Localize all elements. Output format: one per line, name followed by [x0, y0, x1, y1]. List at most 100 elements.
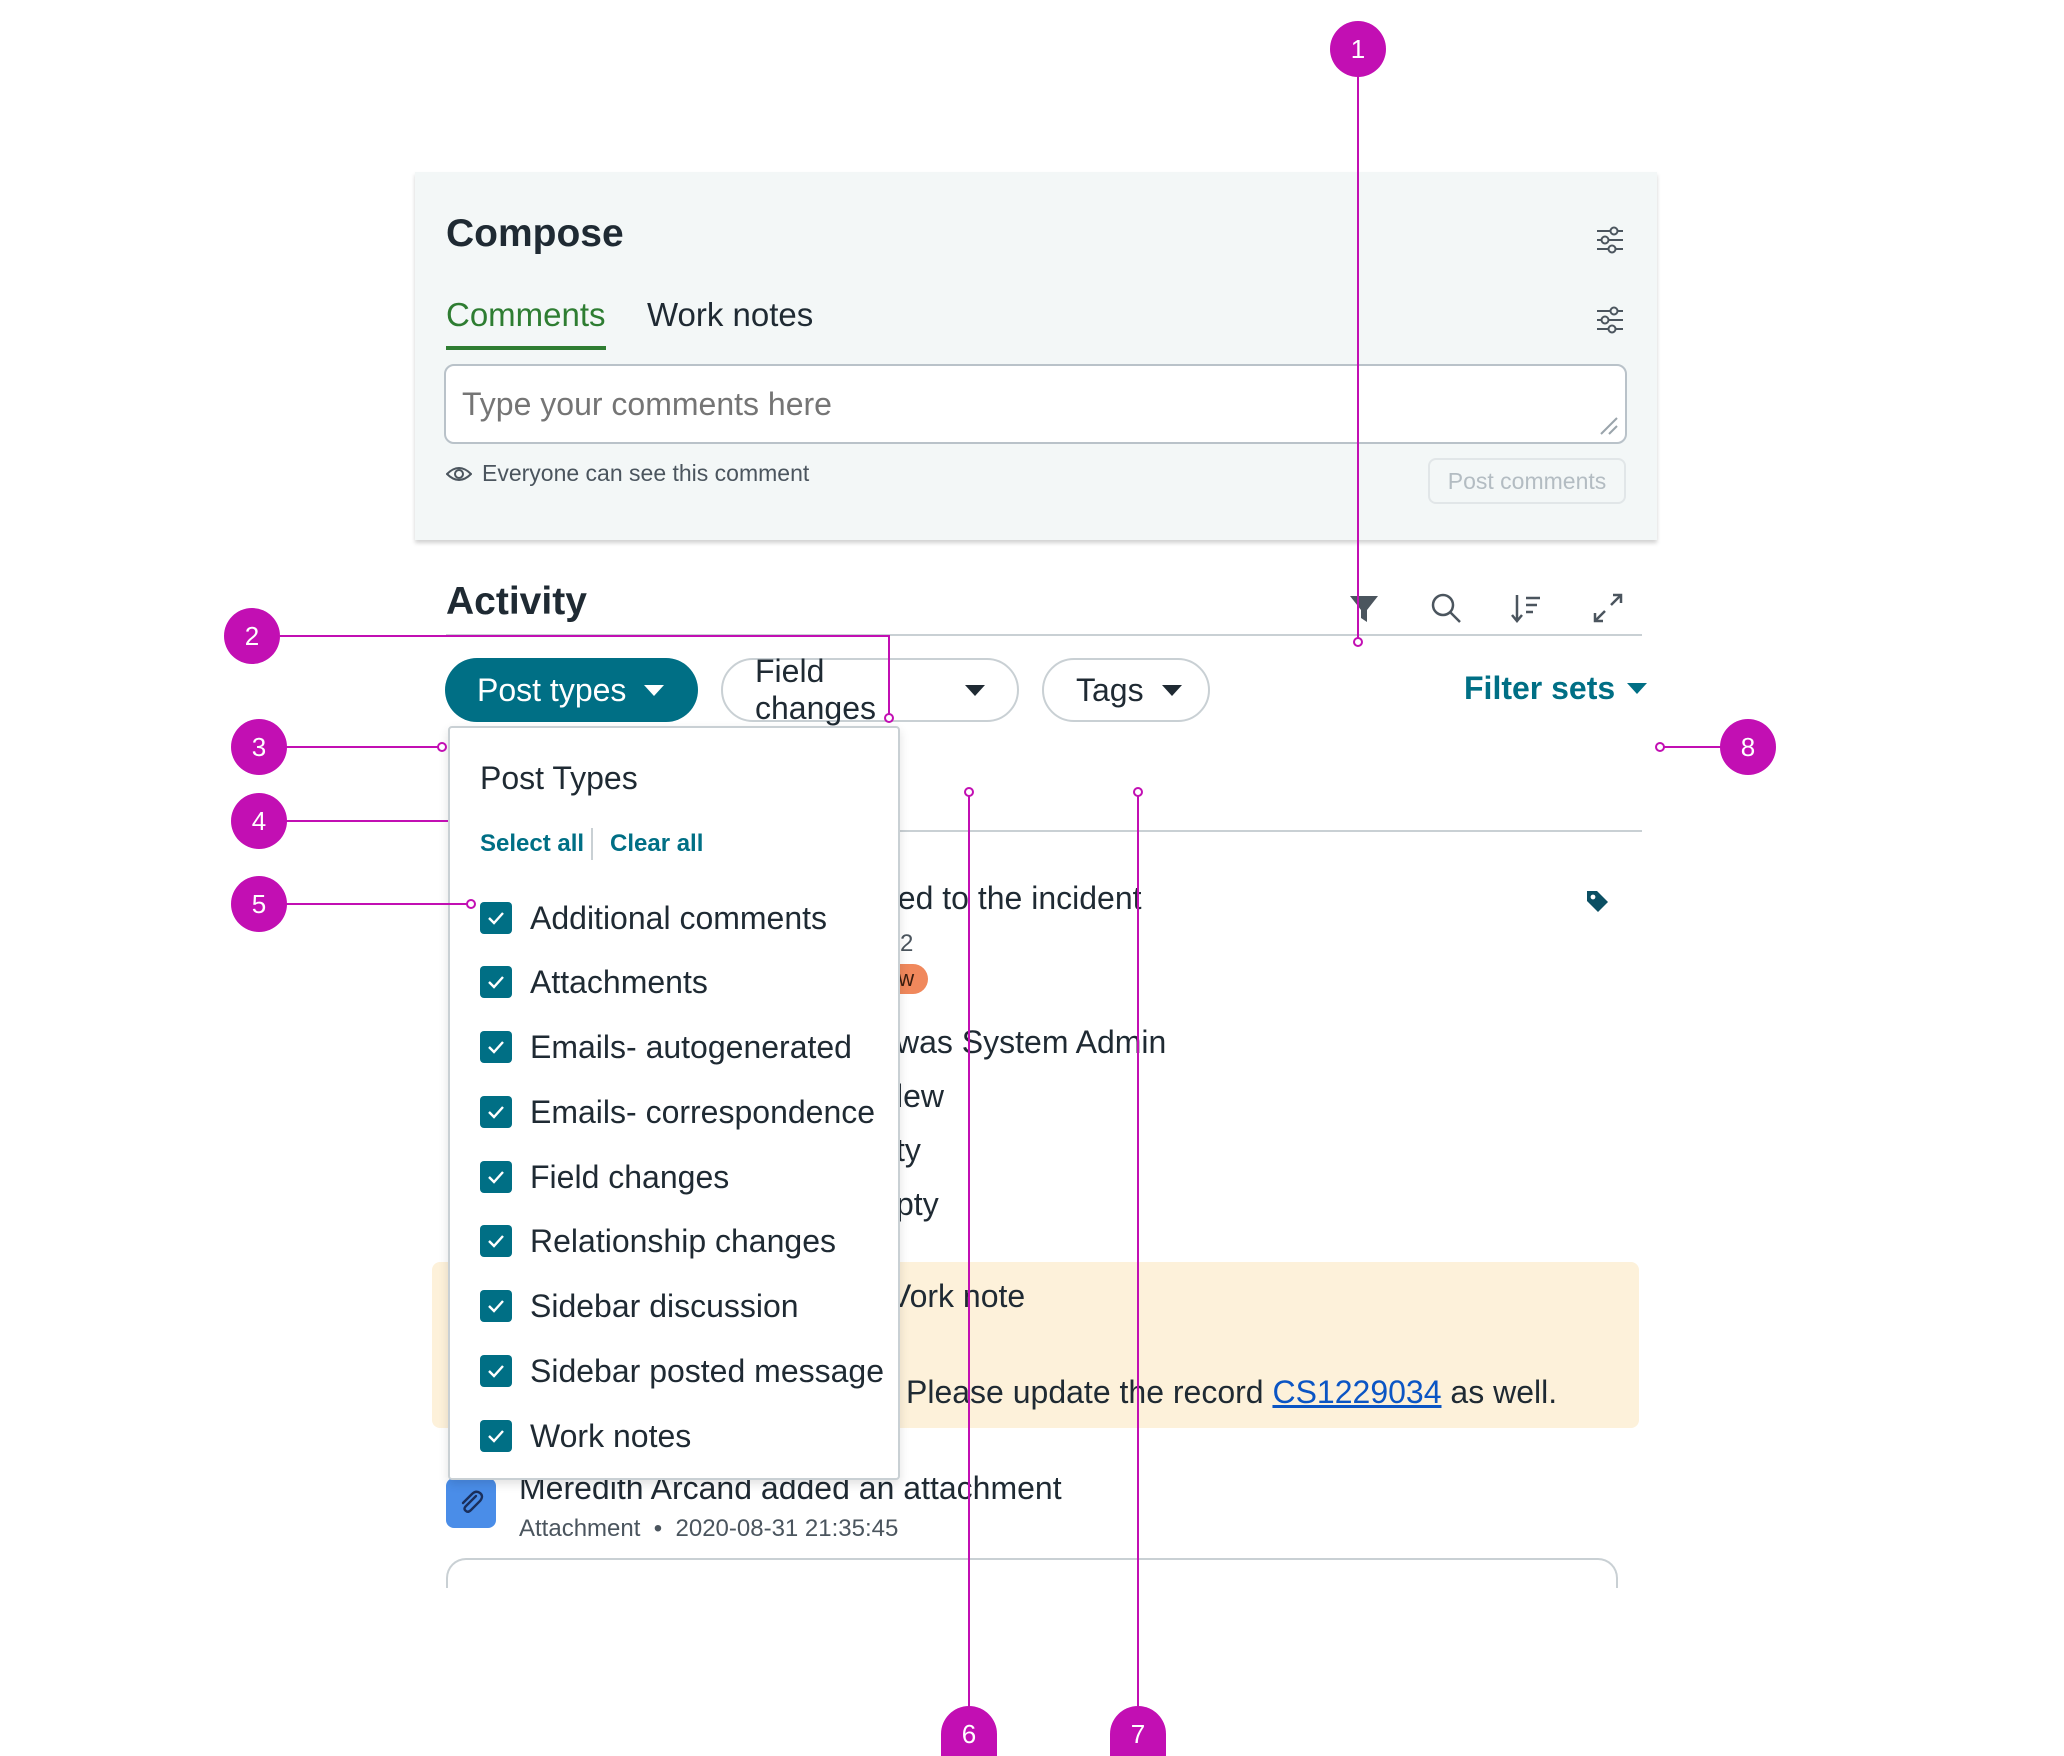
annotation-leader: [286, 820, 448, 822]
checkbox-checked-icon[interactable]: [480, 1096, 512, 1128]
annotation-badge-3: 3: [231, 719, 287, 775]
annotation-badge-1: 1: [1330, 21, 1386, 77]
annotation-leader: [1357, 76, 1359, 642]
option-label: Relationship changes: [530, 1222, 836, 1259]
post-types-dropdown: [448, 726, 900, 1480]
compose-settings-icon[interactable]: [1594, 224, 1626, 256]
annotation-leader: [286, 903, 470, 905]
search-icon[interactable]: [1428, 590, 1464, 626]
option-label: Sidebar posted message: [530, 1352, 884, 1389]
caret-down-icon: [965, 684, 985, 696]
record-title: ned to the incident: [880, 880, 1142, 916]
annotation-badge-4: 4: [231, 793, 287, 849]
field-change-line: ty: [896, 1132, 921, 1168]
post-types-filter-chip[interactable]: Post types: [445, 658, 698, 722]
option-label: Sidebar discussion: [530, 1287, 799, 1324]
select-all-link[interactable]: Select all: [480, 830, 585, 857]
field-change-line: pty: [896, 1186, 939, 1222]
annotation-leader: [1660, 746, 1728, 748]
post-type-option[interactable]: Emails- autogenerated: [480, 1027, 852, 1067]
clear-all-link[interactable]: Clear all: [610, 830, 704, 857]
caret-down-icon: [1161, 684, 1182, 696]
attachment-timestamp: 2020-08-31 21:35:45: [675, 1515, 899, 1542]
option-label: Field changes: [530, 1158, 730, 1195]
option-label: Additional comments: [530, 899, 828, 936]
eye-icon: [446, 466, 472, 481]
chip-label: Tags: [1076, 671, 1144, 708]
post-type-option[interactable]: Additional comments: [480, 898, 827, 938]
annotation-badge-7: 7: [1110, 1706, 1166, 1756]
filter-sets-button[interactable]: Filter sets: [1464, 670, 1648, 707]
checkbox-checked-icon[interactable]: [480, 902, 512, 934]
field-change-line: was System Admin: [896, 1024, 1167, 1060]
record-link[interactable]: CS1229034: [1272, 1374, 1442, 1410]
option-label: Attachments: [530, 963, 708, 1000]
checkbox-checked-icon[interactable]: [480, 1290, 512, 1322]
tag-icon[interactable]: [1584, 888, 1610, 914]
comment-input[interactable]: [444, 364, 1627, 444]
annotation-anchor: [964, 787, 974, 797]
filter-icon[interactable]: [1346, 590, 1382, 626]
checkbox-checked-icon[interactable]: [480, 1355, 512, 1387]
dropdown-title: Post Types: [480, 760, 638, 796]
chip-label: Post types: [477, 671, 627, 708]
annotation-anchor: [1133, 787, 1143, 797]
tab-work-notes[interactable]: Work notes: [647, 296, 814, 333]
post-type-option[interactable]: Work notes: [480, 1416, 691, 1456]
caret-down-icon: [1627, 683, 1648, 694]
activity-title: Activity: [446, 580, 587, 623]
option-label: Emails- correspondence: [530, 1093, 876, 1130]
attachment-entry-icon: [446, 1478, 496, 1528]
visibility-text: Everyone can see this comment: [482, 460, 810, 486]
checkbox-checked-icon[interactable]: [480, 1420, 512, 1452]
checkbox-checked-icon[interactable]: [480, 1161, 512, 1193]
work-note-text: Please update the record CS1229034 as we…: [906, 1374, 1557, 1411]
checkbox-checked-icon[interactable]: [480, 1031, 512, 1063]
activity-entry-divider: [890, 830, 1642, 832]
compose-title: Compose: [446, 212, 624, 255]
filter-sets-label: Filter sets: [1464, 670, 1616, 706]
annotation-anchor: [1353, 637, 1363, 647]
annotation-leader: [1137, 792, 1139, 1712]
attachment-type: Attachment: [519, 1515, 641, 1542]
tags-filter-chip[interactable]: Tags: [1042, 658, 1210, 722]
annotation-anchor: [466, 899, 476, 909]
attachment-meta: Attachment • 2020-08-31 21:35:45: [519, 1515, 898, 1543]
annotation-anchor: [437, 742, 447, 752]
tab-comments[interactable]: Comments: [446, 296, 606, 350]
option-label: Emails- autogenerated: [530, 1028, 852, 1065]
visibility-note: Everyone can see this comment: [446, 460, 809, 487]
post-type-option[interactable]: Field changes: [480, 1157, 729, 1197]
annotation-leader: [280, 635, 890, 637]
resize-grip-icon[interactable]: [1597, 414, 1619, 436]
meta-separator: •: [653, 1515, 663, 1542]
post-comments-button[interactable]: Post comments: [1428, 458, 1626, 504]
annotation-badge-5: 5: [231, 876, 287, 932]
checkbox-checked-icon[interactable]: [480, 1225, 512, 1257]
annotation-badge-8: 8: [1720, 719, 1776, 775]
chip-label: Field changes: [755, 653, 876, 726]
annotation-leader: [888, 635, 890, 717]
clip-mask: [420, 1588, 1660, 1648]
option-label: Work notes: [530, 1417, 692, 1454]
work-note-title: Vork note: [890, 1278, 1026, 1314]
post-type-option[interactable]: Emails- correspondence: [480, 1092, 875, 1132]
expand-icon[interactable]: [1590, 590, 1626, 626]
paperclip-icon: [461, 1490, 484, 1513]
post-type-option[interactable]: Relationship changes: [480, 1221, 836, 1261]
activity-divider: [446, 634, 1642, 636]
post-type-option[interactable]: Attachments: [480, 962, 708, 1002]
annotation-anchor: [884, 713, 894, 723]
annotation-anchor: [1655, 742, 1665, 752]
field-change-line: lew: [896, 1078, 945, 1114]
link-separator: [591, 828, 593, 860]
work-note-text-before: Please update the record: [906, 1374, 1273, 1410]
annotation-leader: [968, 792, 970, 1712]
field-changes-filter-chip[interactable]: Field changes: [721, 653, 1019, 726]
post-type-option[interactable]: Sidebar discussion: [480, 1286, 799, 1326]
caret-down-icon: [644, 684, 665, 696]
sort-icon[interactable]: [1508, 590, 1544, 626]
tab-settings-icon[interactable]: [1594, 304, 1626, 336]
post-type-option[interactable]: Sidebar posted message: [480, 1351, 884, 1391]
checkbox-checked-icon[interactable]: [480, 966, 512, 998]
